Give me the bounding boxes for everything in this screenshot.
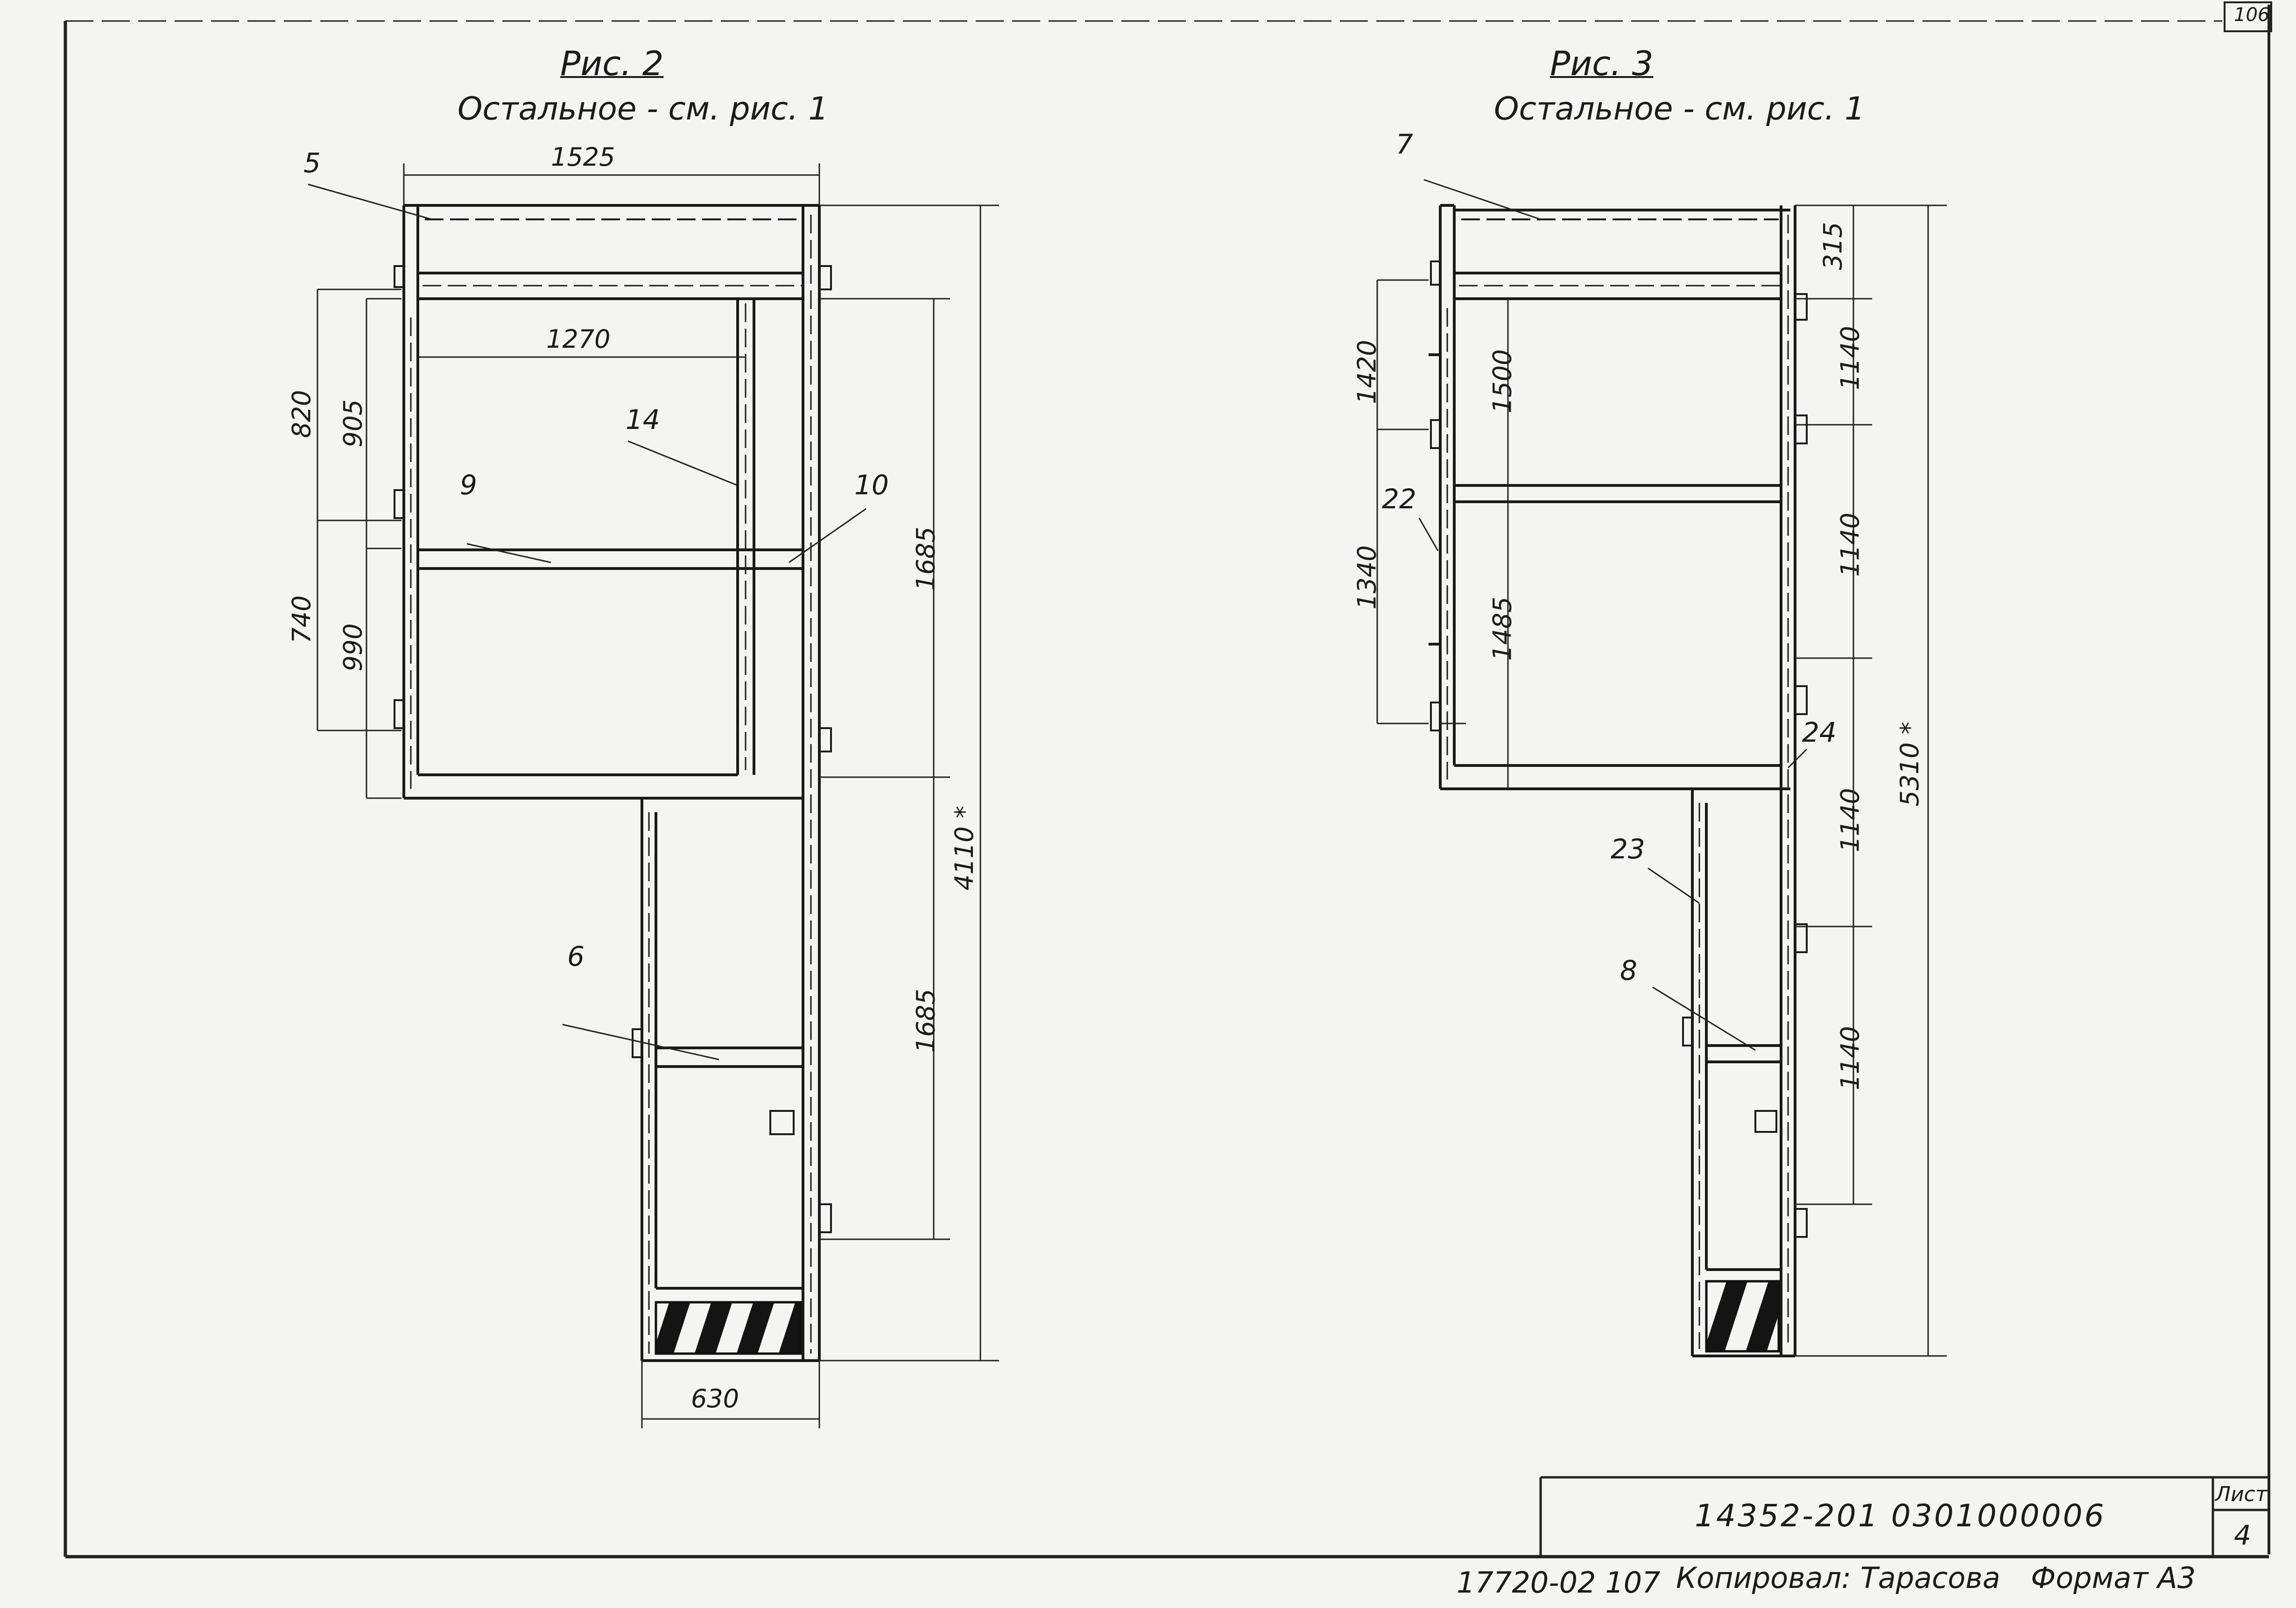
fig2-dim-740: 740 (287, 595, 317, 644)
fig3-callout-22: 22 (1382, 483, 1416, 515)
fig3-frame (1429, 204, 1808, 1357)
fig2-subtitle: Остальное - см. рис. 1 (458, 91, 829, 127)
fig3-dim-1140-a: 1140 (1835, 326, 1865, 390)
fig3-subtitle: Остальное - см. рис. 1 (1494, 91, 1865, 127)
fig2-dim-width-1525: 1525 (551, 142, 615, 172)
fig3-dim-overall-5310: 5310 * (1895, 722, 1924, 807)
fig2-dim-overall-4110: 4110 * (949, 806, 979, 891)
fig2-callout-14: 14 (626, 404, 660, 435)
fig3-dim-1140-c: 1140 (1835, 788, 1865, 852)
fig3-callout-24: 24 (1802, 716, 1837, 748)
fig3-dim-1340: 1340 (1352, 545, 1382, 610)
fig3-title: Рис. 3 (1550, 44, 1654, 83)
drawing-frame (63, 1, 2272, 1559)
fig2-dim-inner-1270: 1270 (546, 324, 611, 354)
copied-by: Копировал: Тарасова (1676, 1561, 2000, 1595)
fig2-dim-820: 820 (287, 390, 317, 438)
corner-sheet-number: 106 (2234, 4, 2270, 26)
fig3-dim-1485: 1485 (1487, 597, 1517, 661)
fig2-dim-1685-top: 1685 (911, 527, 941, 591)
sheet-label: Лист (2215, 1482, 2268, 1506)
fig2-callout-5: 5 (303, 147, 321, 179)
fig2-dim-width-630: 630 (691, 1384, 740, 1413)
fig3-dim-1420: 1420 (1352, 340, 1382, 404)
fig2-callout-9: 9 (460, 469, 477, 501)
fig3-leader-lines (1418, 179, 1808, 1051)
fig3-callout-23: 23 (1611, 833, 1645, 865)
fig3-callout-8: 8 (1620, 955, 1637, 986)
title-block (1539, 1476, 2269, 1557)
paper-format: Формат А3 (2031, 1561, 2196, 1595)
fig3-dim-315: 315 (1818, 222, 1848, 270)
fig2-title: Рис. 2 (560, 44, 664, 83)
sheet-number: 4 (2234, 1519, 2251, 1551)
footer-order-number: 17720-02 107 (1457, 1566, 1661, 1600)
fig3-callout-7: 7 (1396, 128, 1413, 160)
fig2-dimension-lines (317, 163, 999, 1428)
document-code: 14352-201 0301000006 (1695, 1498, 2106, 1534)
fig3-dim-1500: 1500 (1487, 349, 1517, 414)
fig3-dim-1140-d: 1140 (1835, 1026, 1865, 1090)
fig2-frame (394, 204, 832, 1362)
fig2-leader-lines (308, 183, 866, 1060)
fig3-dim-1140-b: 1140 (1835, 513, 1865, 577)
fig3-hatched-base (1705, 1280, 1780, 1353)
fig2-callout-10: 10 (854, 469, 889, 501)
fig2-dim-1685-bottom: 1685 (911, 989, 941, 1053)
fig2-hatched-base (655, 1301, 802, 1355)
fig2-callout-6: 6 (567, 941, 585, 972)
fig2-dim-905: 905 (338, 399, 368, 448)
fig3-dimension-lines (1376, 204, 1947, 1357)
fig2-dim-990: 990 (338, 623, 368, 672)
